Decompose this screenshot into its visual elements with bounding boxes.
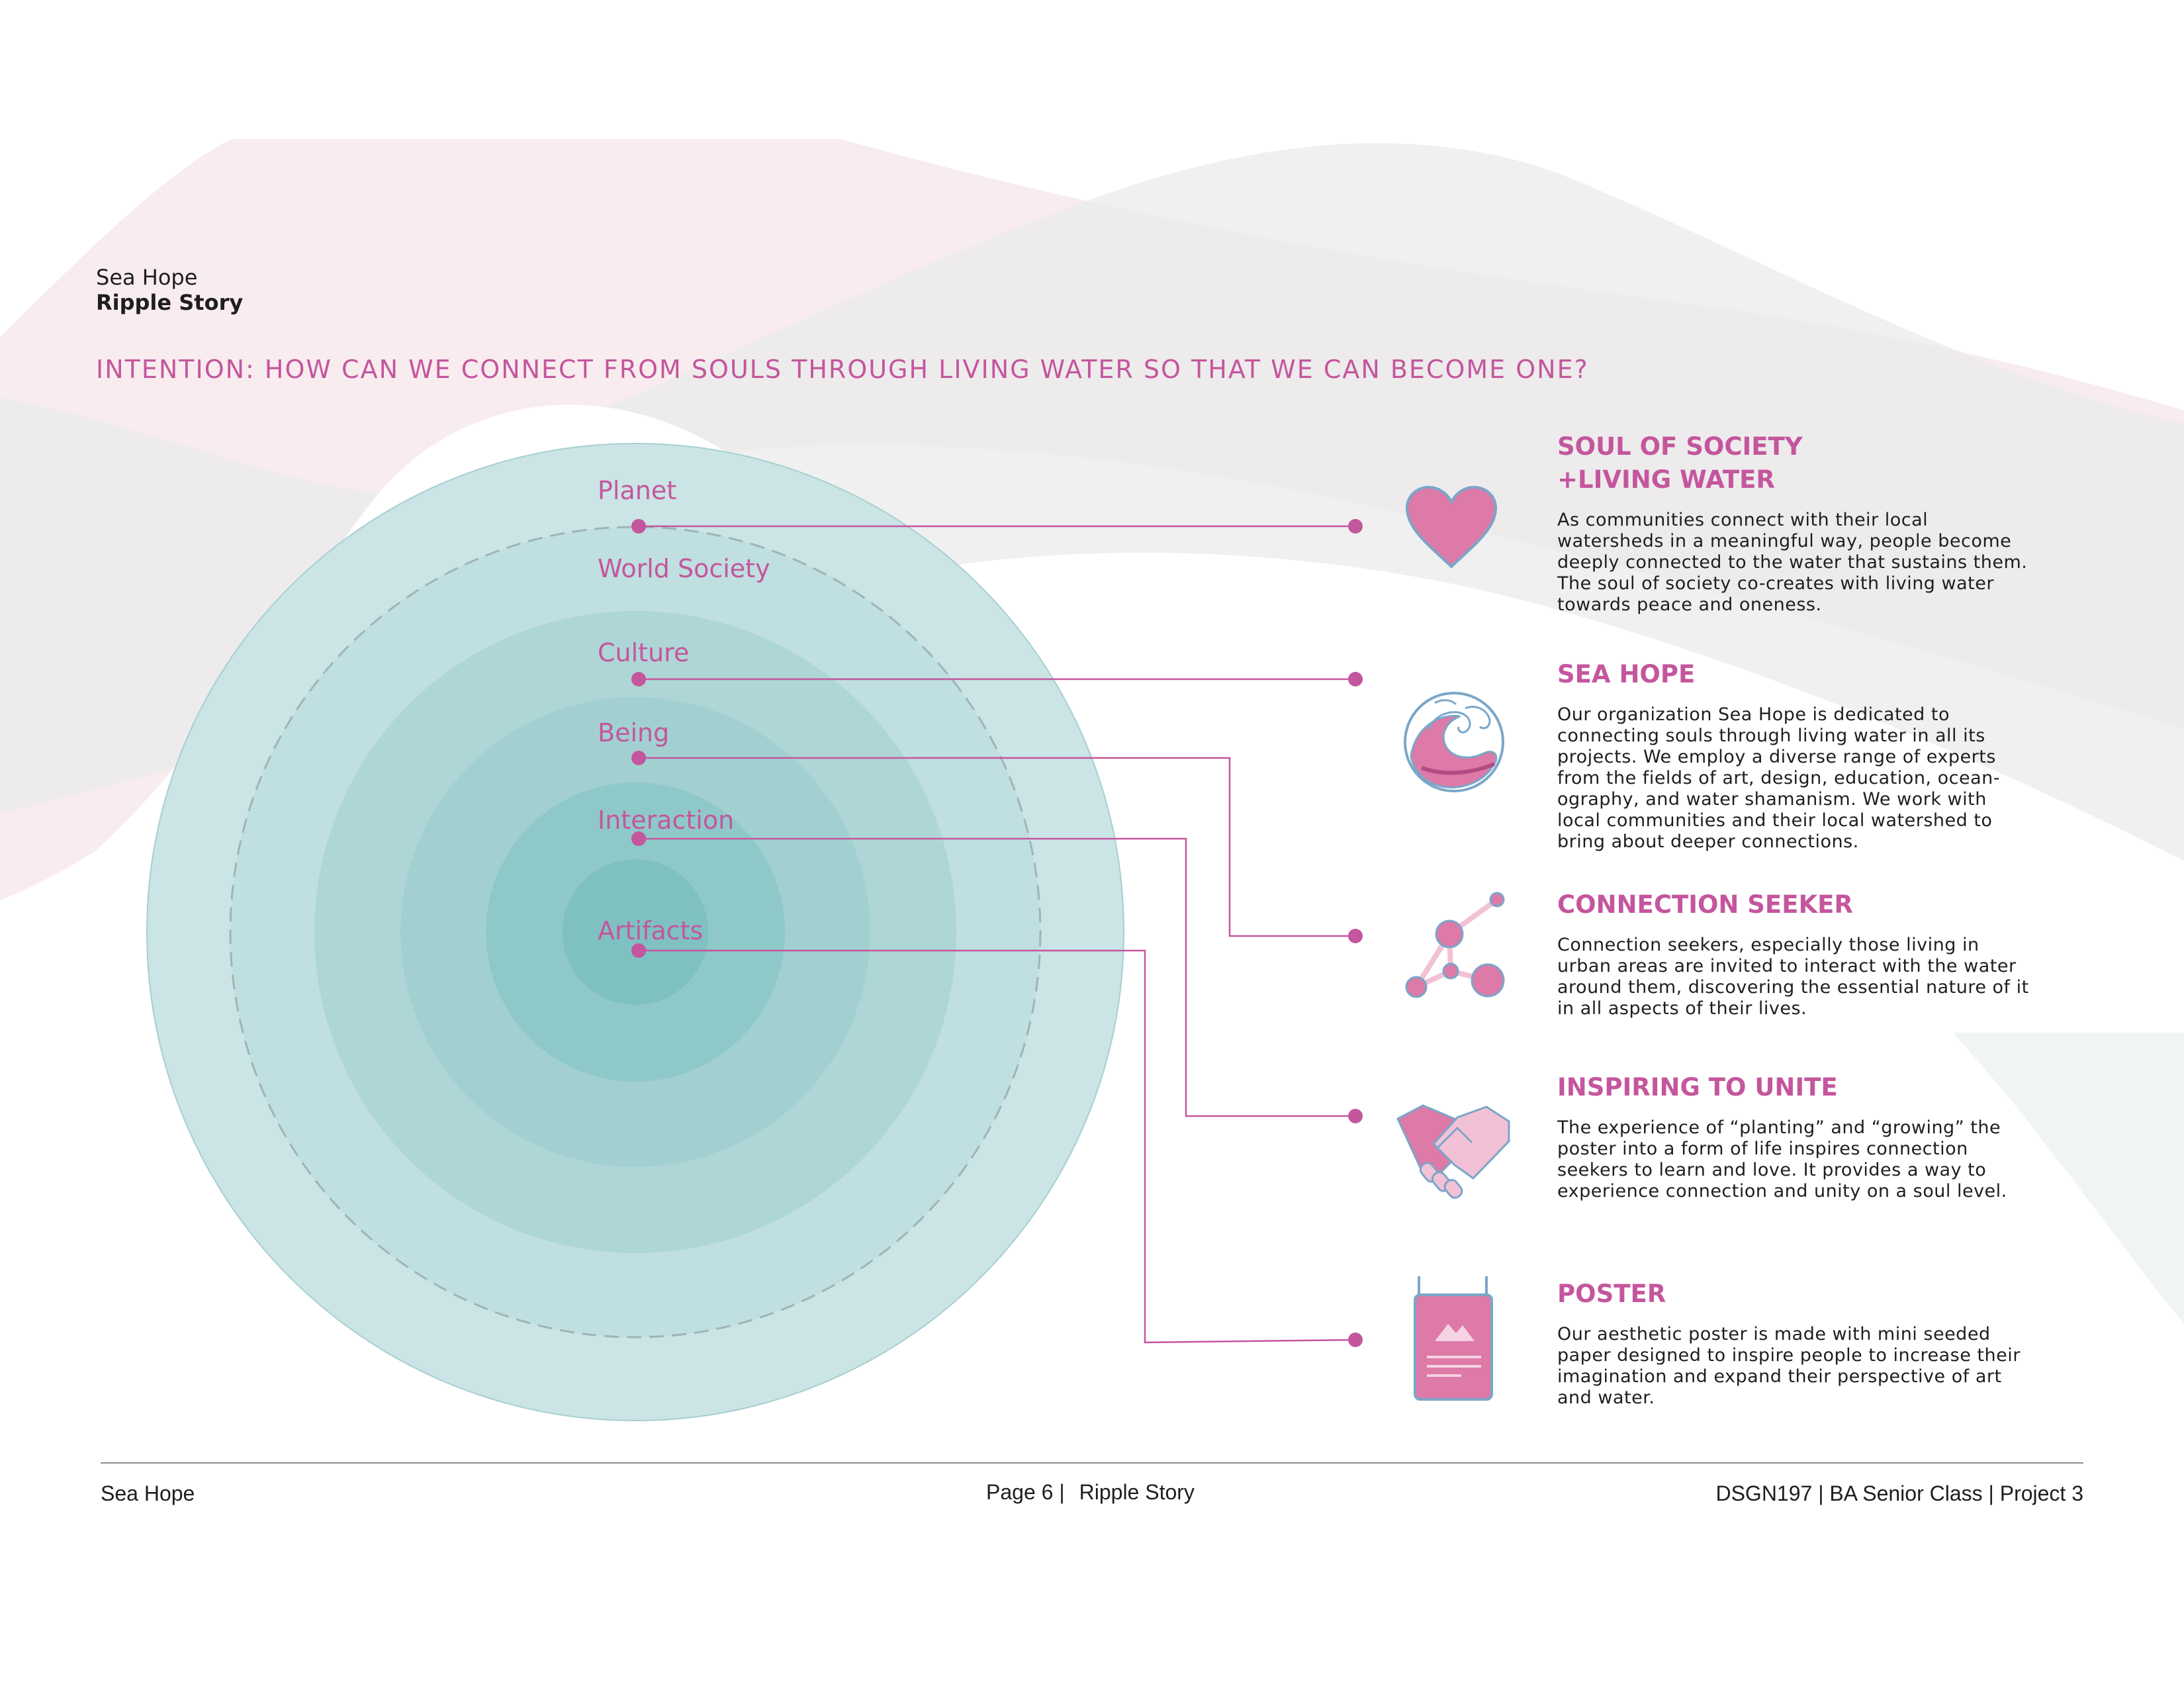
dot-planet-right [1348, 519, 1363, 534]
section-sea-hope: SEA HOPE Our organization Sea Hope is de… [1557, 658, 2034, 853]
footer-divider [101, 1462, 2083, 1464]
connector-artifacts [639, 949, 1356, 1344]
ring-label-artifacts: Artifacts [598, 916, 703, 945]
grey-wave [0, 143, 2184, 861]
dot-artifacts-left [631, 943, 646, 958]
section-body: As communities connect with their local … [1557, 510, 2028, 615]
dot-culture-left [631, 672, 646, 686]
footer-page-info: Page 6 | Ripple Story [986, 1480, 1209, 1505]
ring-label-world-society: World Society [598, 554, 770, 583]
footer-section-name: Ripple Story [1079, 1480, 1195, 1504]
footer-page-number: Page 6 | [986, 1480, 1065, 1504]
green-wave [1952, 1033, 2184, 1324]
network-icon [1398, 890, 1510, 1003]
heart-icon [1402, 483, 1501, 573]
section-body: Our aesthetic poster is made with mini s… [1557, 1324, 2021, 1408]
section-title: INSPIRING TO UNITE [1557, 1073, 1838, 1102]
section-title: CONNECTION SEEKER [1557, 890, 1853, 919]
dot-being-right [1348, 929, 1363, 943]
footer-course: DSGN197 | BA Senior Class | Project 3 [1715, 1481, 2083, 1505]
handshake-icon [1394, 1102, 1513, 1201]
section-poster: POSTER Our aesthetic poster is made with… [1557, 1278, 2034, 1409]
header-title: Ripple Story [96, 290, 244, 315]
ring-label-being: Being [598, 718, 669, 747]
section-title: POSTER [1557, 1280, 1666, 1308]
dot-being-left [631, 751, 646, 765]
section-connection-seeker: CONNECTION SEEKER Connection seekers, es… [1557, 888, 2034, 1019]
section-title: SOUL OF SOCIETY +LIVING WATER [1557, 432, 1803, 494]
section-body: Connection seekers, especially those liv… [1557, 935, 2029, 1019]
ring-label-culture: Culture [598, 638, 689, 667]
dot-interaction-right [1348, 1109, 1363, 1123]
dot-interaction-left [631, 831, 646, 846]
section-body: Our organization Sea Hope is dedicated t… [1557, 704, 2000, 852]
section-inspiring-to-unite: INSPIRING TO UNITE The experience of “pl… [1557, 1071, 2034, 1202]
ring-label-planet: Planet [598, 476, 676, 505]
dot-culture-right [1348, 672, 1363, 686]
wave-icon [1402, 690, 1506, 794]
ring-label-interaction: Interaction [598, 806, 734, 835]
section-body: The experience of “planting” and “growin… [1557, 1117, 2007, 1201]
section-soul-of-society: SOUL OF SOCIETY +LIVING WATER As communi… [1557, 430, 2034, 616]
connector-interaction [639, 837, 1355, 1117]
intention-statement: INTENTION: HOW CAN WE CONNECT FROM SOULS… [96, 355, 1589, 384]
ring-artifacts [563, 859, 708, 1005]
footer-org: Sea Hope [101, 1481, 195, 1505]
dot-artifacts-right [1348, 1333, 1363, 1347]
poster-icon [1412, 1276, 1498, 1403]
header-org: Sea Hope [96, 265, 198, 290]
section-title: SEA HOPE [1557, 660, 1696, 688]
connector-being [639, 757, 1355, 937]
dot-planet-left [631, 519, 646, 534]
